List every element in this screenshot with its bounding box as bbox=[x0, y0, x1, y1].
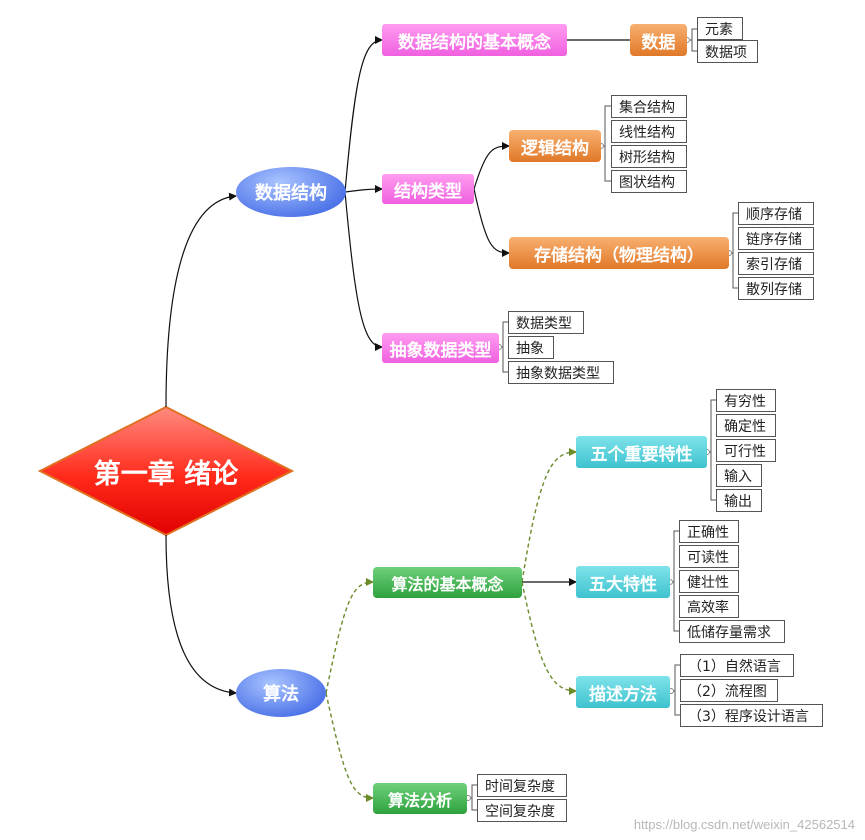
edge-algo-concept bbox=[325, 578, 374, 694]
leaf-data-type[interactable]: 数据类型 bbox=[508, 311, 584, 334]
leaf-input[interactable]: 输入 bbox=[716, 464, 762, 487]
leaf-sequential-storage[interactable]: 顺序存储 bbox=[738, 202, 814, 225]
leaf-readability[interactable]: 可读性 bbox=[679, 545, 739, 568]
node-ds-concept[interactable]: 数据结构的基本概念 bbox=[382, 24, 567, 56]
root-title: 第一章 绪论 bbox=[93, 458, 239, 490]
leaf-tree-structure[interactable]: 树形结构 bbox=[611, 145, 687, 168]
leaf-correctness[interactable]: 正确性 bbox=[679, 520, 739, 543]
node-structure-type[interactable]: 结构类型 bbox=[382, 174, 474, 204]
node-five-big-properties[interactable]: 五大特性 bbox=[576, 566, 670, 598]
edge-root-algo bbox=[165, 534, 237, 697]
leaf-hash-storage[interactable]: 散列存储 bbox=[738, 277, 814, 300]
leaf-linked-storage[interactable]: 链序存储 bbox=[738, 227, 814, 250]
leaf-linear-structure[interactable]: 线性结构 bbox=[611, 120, 687, 143]
leaf-finiteness[interactable]: 有穷性 bbox=[716, 389, 776, 412]
edge-ds-concept bbox=[344, 36, 383, 193]
node-storage-structure[interactable]: 存储结构（物理结构） bbox=[509, 237, 729, 269]
node-five-key-properties[interactable]: 五个重要特性 bbox=[576, 436, 707, 468]
watermark: https://blog.csdn.net/weixin_42562514 bbox=[633, 817, 855, 832]
leaf-set-structure[interactable]: 集合结构 bbox=[611, 95, 687, 118]
leaf-graph-structure[interactable]: 图状结构 bbox=[611, 170, 687, 193]
leaf-data-item[interactable]: 数据项 bbox=[697, 40, 758, 63]
edge-algo-analysis bbox=[325, 692, 374, 802]
leaf-low-storage[interactable]: 低储存量需求 bbox=[679, 620, 785, 643]
leaf-element[interactable]: 元素 bbox=[697, 17, 743, 40]
node-algorithm[interactable]: 算法 bbox=[236, 669, 326, 717]
leaf-programming-language[interactable]: （3）程序设计语言 bbox=[680, 704, 823, 727]
node-logical-structure[interactable]: 逻辑结构 bbox=[509, 130, 601, 162]
edge-concept-fivekey bbox=[521, 448, 577, 583]
edge-ds-types bbox=[344, 185, 383, 194]
leaf-natural-language[interactable]: （1）自然语言 bbox=[680, 654, 794, 677]
leaf-efficiency[interactable]: 高效率 bbox=[679, 595, 739, 618]
node-algo-concept[interactable]: 算法的基本概念 bbox=[373, 567, 522, 598]
node-abstract-data-type[interactable]: 抽象数据类型 bbox=[382, 333, 499, 363]
edge-types-logical bbox=[473, 142, 510, 190]
leaf-flowchart[interactable]: （2）流程图 bbox=[680, 679, 778, 702]
leaf-feasibility[interactable]: 可行性 bbox=[716, 439, 776, 462]
node-data-structure[interactable]: 数据结构 bbox=[236, 167, 346, 217]
node-algo-analysis[interactable]: 算法分析 bbox=[373, 783, 467, 814]
node-data[interactable]: 数据 bbox=[630, 24, 687, 56]
edge-types-storage bbox=[473, 188, 510, 257]
edge-concept-describe bbox=[521, 581, 577, 695]
leaf-index-storage[interactable]: 索引存储 bbox=[738, 252, 814, 275]
edge-root-ds bbox=[165, 192, 237, 408]
leaf-abstraction[interactable]: 抽象 bbox=[508, 336, 554, 359]
leaf-adt[interactable]: 抽象数据类型 bbox=[508, 361, 614, 384]
leaf-determinism[interactable]: 确定性 bbox=[716, 414, 776, 437]
edge-ds-adt bbox=[344, 191, 383, 351]
leaf-output[interactable]: 输出 bbox=[716, 489, 762, 512]
leaf-space-complexity[interactable]: 空间复杂度 bbox=[477, 799, 567, 822]
leaf-robustness[interactable]: 健壮性 bbox=[679, 570, 739, 593]
node-description-methods[interactable]: 描述方法 bbox=[576, 676, 670, 708]
leaf-time-complexity[interactable]: 时间复杂度 bbox=[477, 774, 567, 797]
